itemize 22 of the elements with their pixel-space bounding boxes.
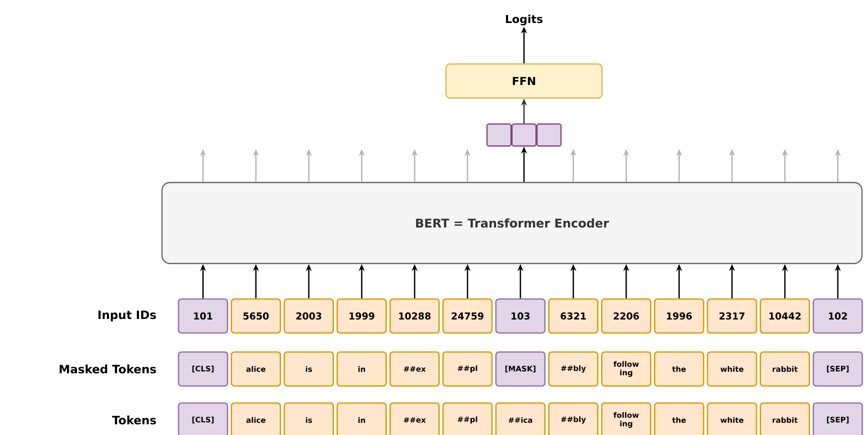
row-label: Tokens: [112, 416, 156, 424]
input-id-box: 2003: [284, 298, 334, 334]
encoder-box: BERT = Transformer Encoder: [161, 182, 863, 264]
input-id-box: 10288: [389, 298, 440, 334]
input-id-box: 5650: [230, 298, 282, 334]
vector-cell: [536, 123, 562, 147]
output-label: Logits: [506, 14, 542, 26]
ffn-box: FFN: [445, 63, 603, 99]
input-id-box: 103: [495, 298, 546, 334]
vector-cell: [511, 123, 537, 147]
input-id-box: 24759: [442, 298, 493, 334]
input-id-box: 101: [178, 298, 228, 334]
input-id-box: 2206: [601, 298, 652, 334]
vector-cell: [486, 123, 512, 147]
input-id-box: 10442: [760, 298, 810, 334]
input-id-box: 102: [812, 298, 863, 334]
row-label: Input IDs: [98, 310, 156, 322]
input-id-box: 1999: [336, 298, 387, 334]
row-label: Masked Tokens: [60, 364, 156, 374]
input-id-box: 2317: [706, 298, 758, 334]
input-id-box: 1996: [654, 298, 704, 334]
input-id-box: 6321: [548, 298, 598, 334]
